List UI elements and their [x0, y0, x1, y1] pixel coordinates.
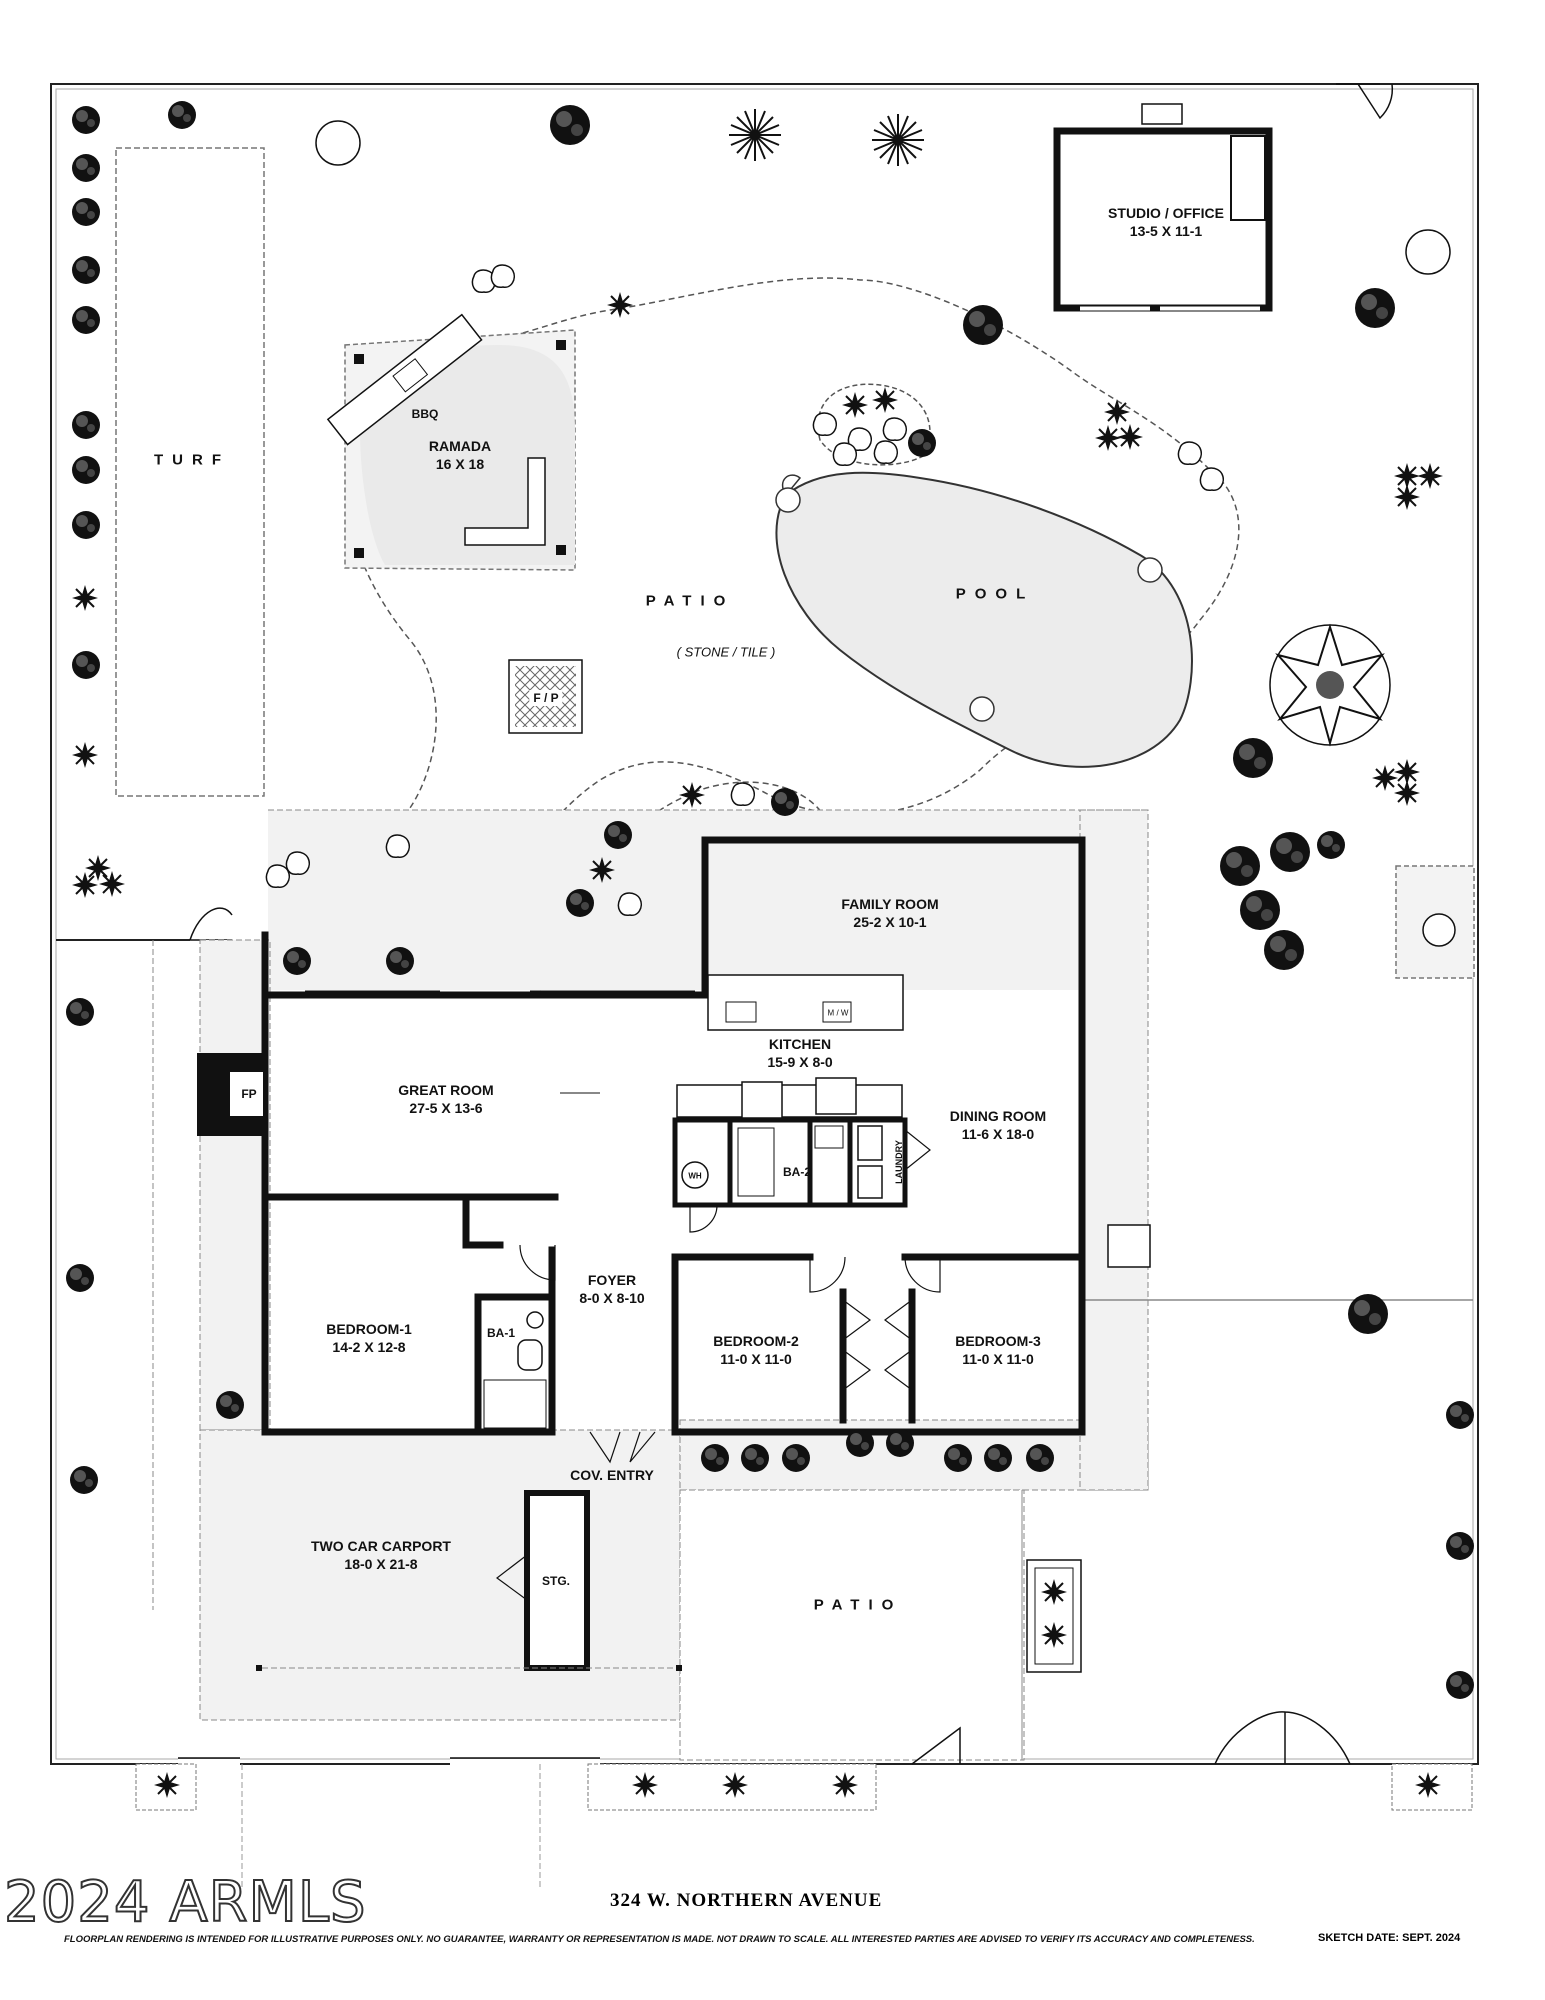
- studio-name: STUDIO / OFFICE: [1108, 205, 1224, 221]
- bedroom1-dims: 14-2 X 12-8: [332, 1339, 406, 1355]
- fireplace-label: FP: [241, 1087, 257, 1101]
- carport-dims: 18-0 X 21-8: [344, 1556, 418, 1572]
- property-address: 324 W. NORTHERN AVENUE: [610, 1890, 883, 1911]
- storage-label: STG.: [541, 1574, 571, 1588]
- ba1-label: BA-1: [486, 1326, 516, 1340]
- studio-closet: [1230, 135, 1266, 221]
- windows: [261, 839, 1075, 1380]
- ramada-patio-curve: [360, 345, 575, 565]
- dining-room-name: DINING ROOM: [949, 1108, 1047, 1124]
- bedroom3-label: BEDROOM-3 11-0 X 11-0: [955, 1332, 1041, 1368]
- bedroom3-dims: 11-0 X 11-0: [962, 1351, 1034, 1367]
- ramada-post: [354, 548, 364, 558]
- gate-front-double: [1214, 1711, 1351, 1765]
- ramada-dims: 16 X 18: [435, 456, 485, 472]
- sink-ba2: [814, 1125, 844, 1149]
- covered-entry-label: COV. ENTRY: [570, 1467, 654, 1483]
- disclaimer-text: FLOORPLAN RENDERING IS INTENDED FOR ILLU…: [64, 1934, 1255, 1945]
- kitchen-counter-front: [676, 1084, 903, 1118]
- gate-rear: [1336, 83, 1394, 120]
- washer: [857, 1125, 883, 1161]
- watermark: 2024 ARMLS: [3, 1869, 367, 1936]
- studio-label: STUDIO / OFFICE 13-5 X 11-1: [1108, 204, 1224, 240]
- large-agave: [1269, 623, 1391, 747]
- bedroom1-label: BEDROOM-1 14-2 X 12-8: [326, 1320, 412, 1356]
- turf-area: [115, 147, 265, 797]
- kitchen-sink: [725, 1001, 757, 1023]
- laundry-label: LAUNDRY: [894, 1140, 904, 1184]
- carport-name: TWO CAR CARPORT: [311, 1538, 451, 1554]
- ramada-bench: [464, 457, 546, 546]
- porch-east: [1079, 809, 1149, 1491]
- studio-dims: 13-5 X 11-1: [1129, 223, 1203, 239]
- bedroom2-label: BEDROOM-2 11-0 X 11-0: [713, 1332, 799, 1368]
- dryer: [857, 1165, 883, 1199]
- ac-pad: [1107, 1224, 1151, 1268]
- ba2-laundry-walls: [672, 1117, 908, 1208]
- great-room-name: GREAT ROOM: [398, 1082, 494, 1098]
- water-heater: [681, 1161, 709, 1189]
- kitchen-name: KITCHEN: [768, 1036, 832, 1052]
- family-room-name: FAMILY ROOM: [841, 896, 939, 912]
- front-patio-label: PATIO: [813, 1596, 903, 1614]
- ramada-post: [354, 354, 364, 364]
- dining-room-dims: 11-6 X 18-0: [961, 1126, 1035, 1142]
- foyer-label: FOYER 8-0 X 8-10: [579, 1271, 644, 1307]
- gate-left: [189, 907, 233, 941]
- ba1-toilet: [517, 1339, 543, 1371]
- sketch-date: SKETCH DATE: SEPT. 2024: [1318, 1932, 1461, 1944]
- planter-right: [1026, 1559, 1082, 1673]
- ba1-sink: [526, 1311, 544, 1329]
- outdoor-fireplace-label: F / P: [529, 690, 563, 706]
- porch-left: [199, 939, 271, 1431]
- fridge: [815, 1077, 857, 1115]
- ramada-post: [556, 545, 566, 555]
- range: [741, 1081, 783, 1119]
- pool-outline: [775, 471, 1193, 768]
- great-room-label: GREAT ROOM 27-5 X 13-6: [398, 1081, 493, 1117]
- kitchen-dims: 15-9 X 8-0: [767, 1054, 833, 1070]
- turf-label: TURF: [154, 451, 230, 469]
- foyer-name: FOYER: [587, 1272, 637, 1288]
- studio-ac-unit: [1141, 103, 1183, 125]
- bbq-label: BBQ: [411, 407, 439, 421]
- rear-patio-note: ( STONE / TILE ): [676, 644, 776, 660]
- dining-room-label: DINING ROOM 11-6 X 18-0: [950, 1107, 1046, 1143]
- ramada-label: RAMADA 16 X 18: [429, 437, 491, 473]
- kitchen-label: KITCHEN 15-9 X 8-0: [767, 1035, 832, 1071]
- water-heater-label: WH: [688, 1171, 702, 1181]
- ramada-post: [556, 340, 566, 350]
- microwave: [822, 1001, 852, 1023]
- bbq-grill: [392, 358, 429, 393]
- carport-label: TWO CAR CARPORT 18-0 X 21-8: [311, 1537, 451, 1573]
- doors: [519, 1129, 941, 1464]
- great-room-dims: 27-5 X 13-6: [409, 1100, 483, 1116]
- gate-front: [911, 1726, 961, 1765]
- rear-patio-outline: [347, 277, 1240, 906]
- bedroom3-name: BEDROOM-3: [955, 1333, 1041, 1349]
- boulders: [265, 120, 1451, 917]
- bedroom2-dims: 11-0 X 11-0: [720, 1351, 792, 1367]
- bedroom1-name: BEDROOM-1: [326, 1321, 412, 1337]
- pool-label: POOL: [955, 585, 1035, 603]
- family-room-label: FAMILY ROOM 25-2 X 10-1: [841, 895, 938, 931]
- front-patio: [679, 1489, 1025, 1761]
- ba1-shower: [483, 1379, 547, 1429]
- shower-ba2: [737, 1127, 775, 1197]
- ramada-name: RAMADA: [428, 438, 492, 454]
- storage-closet: [524, 1490, 590, 1671]
- bedroom2-name: BEDROOM-2: [713, 1333, 799, 1349]
- microwave-label: M / W: [827, 1008, 849, 1018]
- family-room-dims: 25-2 X 10-1: [853, 914, 927, 930]
- rear-patio-label: PATIO: [645, 592, 735, 610]
- ba2-label: BA-2: [782, 1165, 812, 1179]
- foyer-dims: 8-0 X 8-10: [579, 1290, 645, 1306]
